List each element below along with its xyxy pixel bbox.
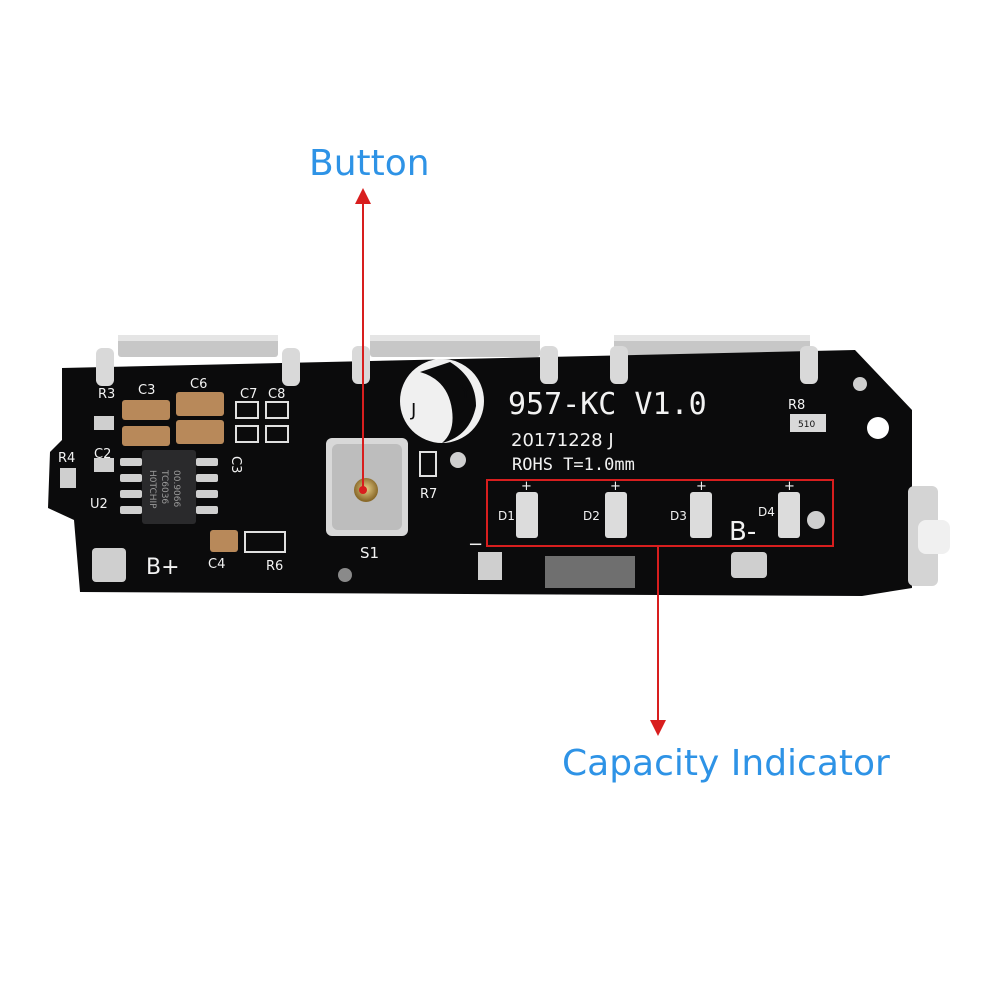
label-s1: S1 <box>360 544 379 562</box>
capacity-indicator-callout-label: Capacity Indicator <box>562 743 890 784</box>
capacity-leds <box>516 492 825 538</box>
label-c3-side: C3 <box>228 456 243 473</box>
label-d3: D3 <box>670 509 687 523</box>
label-r6: R6 <box>266 559 283 574</box>
plus-d3: + <box>696 479 707 494</box>
usb-connectors <box>118 335 810 357</box>
logo-letter-j: J <box>410 400 416 421</box>
r7-resistor <box>419 451 437 477</box>
label-c6: C6 <box>190 377 207 392</box>
label-r4: R4 <box>58 451 75 466</box>
label-r7: R7 <box>420 487 437 502</box>
label-d4: D4 <box>758 505 775 519</box>
button-callout-label: Button <box>309 143 430 184</box>
minus-sign: − <box>468 534 483 555</box>
via-pad <box>853 377 867 391</box>
chip-marking-2: TC6036 <box>159 469 169 504</box>
spec-silkscreen: ROHS T=1.0mm <box>512 455 635 475</box>
s1-button <box>326 438 408 536</box>
chip-marking-1: H0TCHIP <box>147 470 157 509</box>
test-pad <box>450 452 466 468</box>
date-silkscreen: 20171228 J <box>511 430 614 451</box>
label-r3: R3 <box>98 387 115 402</box>
label-d1: D1 <box>498 509 515 523</box>
label-b-minus: B- <box>729 517 756 547</box>
plus-d2: + <box>610 479 621 494</box>
r8-resistor <box>790 414 826 432</box>
model-silkscreen: 957-KC V1.0 <box>508 387 707 422</box>
plus-d4: + <box>784 479 795 494</box>
label-d2: D2 <box>583 509 600 523</box>
button-arrow-dot <box>359 486 367 494</box>
label-c3: C3 <box>138 383 155 398</box>
u2-chip: H0TCHIP TC6036 00.9066 <box>120 450 218 524</box>
label-c7: C7 <box>240 387 257 402</box>
label-r8: R8 <box>788 398 805 413</box>
mounting-hole <box>867 417 889 439</box>
chip-marking-3: 00.9066 <box>171 470 181 507</box>
jy-logo: J Y <box>400 359 484 443</box>
label-u2: U2 <box>90 497 108 512</box>
bottom-pads <box>338 552 767 588</box>
label-c8: C8 <box>268 387 285 402</box>
label-c4: C4 <box>208 557 225 572</box>
connector-pins <box>96 346 818 386</box>
label-c2: C2 <box>94 447 111 462</box>
logo-letter-y: Y <box>459 382 472 403</box>
side-led <box>908 486 950 586</box>
capacity-highlight-box <box>486 479 834 547</box>
label-b-plus: B+ <box>146 555 180 580</box>
r8-value: 510 <box>798 420 815 430</box>
plus-d1: + <box>521 479 532 494</box>
left-components <box>60 392 289 582</box>
